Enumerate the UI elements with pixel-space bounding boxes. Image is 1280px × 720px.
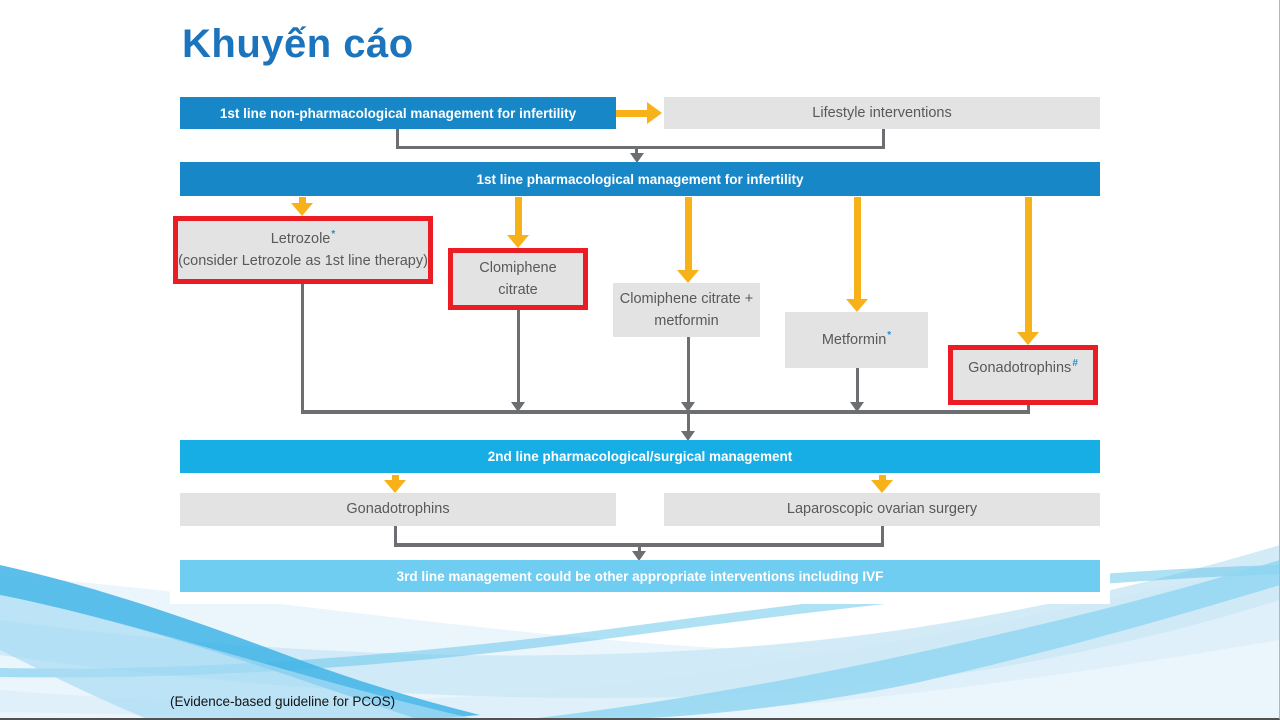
arrow-option-2-shaft [515,197,522,236]
option-gonadotrophins: Gonadotrophins# [948,345,1098,405]
arrow-option-3-shaft [685,197,692,271]
connector-row3-horizontal [394,543,884,547]
connector-to-3rd-line-arrow-head [632,551,646,561]
arrow-option-3-head [677,270,699,283]
connector-gonadotrophins-down [1027,405,1030,414]
page-title: Khuyến cáo [182,22,414,66]
option-gonadotrophins-label: Gonadotrophins# [968,358,1078,377]
arrow-option-2-head [507,235,529,248]
arrow-option-5-head [1017,332,1039,345]
connector-letrozole-down [301,284,304,414]
connector-row1-horizontal [396,146,885,149]
arrow-gonadotrophins2-shaft [392,475,399,481]
connector-lifestyle-down [882,129,885,149]
arrow-option-5-shaft [1025,197,1032,333]
box-2nd-line-management: 2nd line pharmacological/surgical manage… [180,440,1100,473]
connector-options-horizontal [301,410,1030,414]
letrozole-asterisk: * [331,229,336,241]
connector-row1-arrow-head [630,153,644,163]
connector-gonadotrophins2-down [394,526,397,547]
box-lifestyle-interventions: Lifestyle interventions [664,97,1100,129]
option-metformin-label: Metformin* [821,330,892,349]
connector-clomiphene-metformin-down [687,337,690,402]
footnote-reference: (Evidence-based guideline for PCOS) [170,694,396,709]
connector-to-3rd-line-shaft [638,547,641,552]
box-1st-line-non-pharmacological: 1st line non-pharmacological management … [180,97,616,129]
arrow-option-4-head [846,299,868,312]
connector-clomiphene-arrow-head [511,402,525,412]
connector-to-2nd-line-arrow-head [681,431,695,441]
connector-metformin-down [856,368,859,402]
option-letrozole: Letrozole* (consider Letrozole as 1st li… [173,216,433,284]
option-clomiphene-citrate-label: Clomiphene citrate [479,259,557,298]
connector-laparoscopic-down [881,526,884,547]
connector-clomiphene-metformin-arrow-head [681,402,695,412]
arrow-right-to-lifestyle-shaft [616,110,648,117]
box-3rd-line-management: 3rd line management could be other appro… [180,560,1100,592]
arrow-laparoscopic-shaft [879,475,886,481]
arrow-option-1-shaft [299,197,306,204]
connector-clomiphene-down [517,310,520,402]
box-1st-line-pharmacological: 1st line pharmacological management for … [180,162,1100,196]
option-clomiphene-metformin-label: Clomiphene citrate + metformin [619,290,754,329]
arrow-gonadotrophins2-head [384,480,406,493]
option-clomiphene-citrate: Clomiphene citrate [448,248,588,310]
option-clomiphene-metformin: Clomiphene citrate + metformin [613,283,760,337]
box-laparoscopic-ovarian-surgery: Laparoscopic ovarian surgery [664,493,1100,526]
arrow-option-4-shaft [854,197,861,300]
metformin-asterisk: * [887,330,892,342]
gonadotrophins-hash: # [1072,358,1078,370]
box-gonadotrophins-2nd: Gonadotrophins [180,493,616,526]
connector-metformin-arrow-head [850,402,864,412]
arrow-laparoscopic-head [871,480,893,493]
arrow-option-1-head [291,203,313,216]
connector-to-2nd-line-shaft [687,414,690,431]
connector-nonpharm-down [396,129,399,149]
connector-row1-arrow-shaft [635,146,638,154]
arrow-right-to-lifestyle-head [647,102,662,124]
option-metformin: Metformin* [785,312,928,368]
option-letrozole-line1: Letrozole* [270,229,336,247]
option-letrozole-line2: (consider Letrozole as 1st line therapy) [178,253,428,270]
